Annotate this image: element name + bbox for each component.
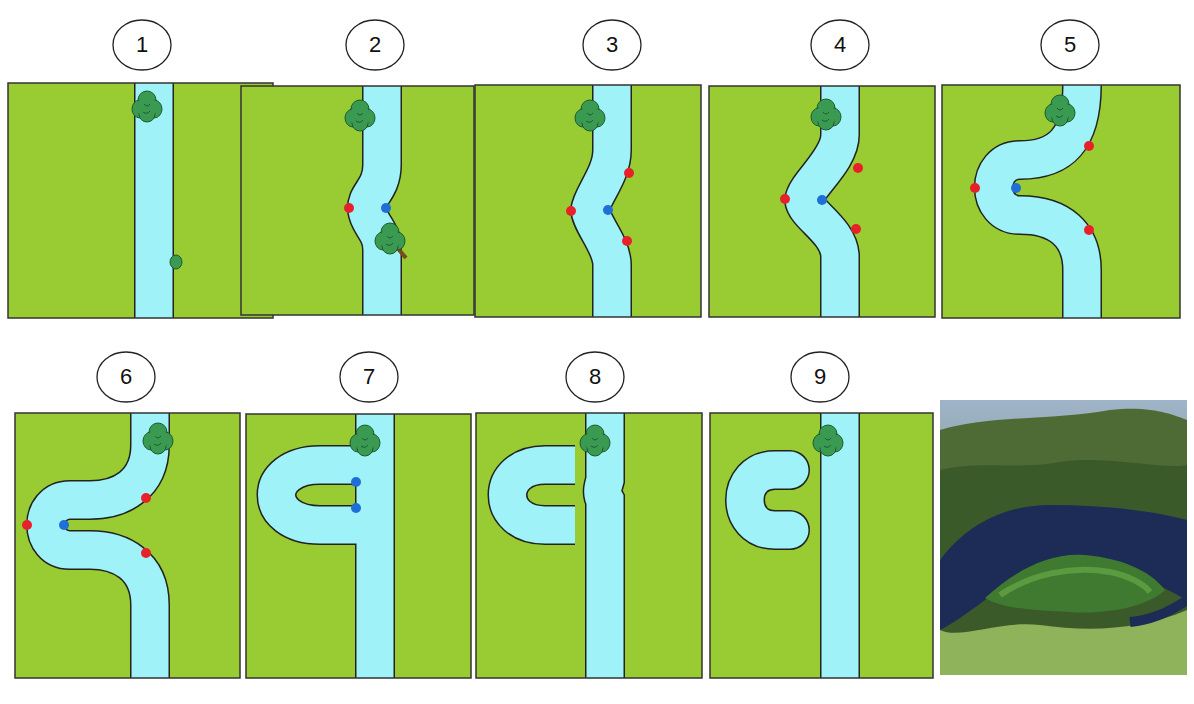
tree [132,91,162,122]
stage-number: 4 [810,19,870,71]
stage-panel [15,413,240,678]
tree [143,423,173,454]
erosion-dot [141,493,151,503]
callout-number: 6 [120,366,132,388]
deposition-dot [817,195,827,205]
meander-photo [940,400,1187,675]
stage-panel [476,413,702,678]
tree [813,425,843,456]
erosion-dot [1084,225,1094,235]
ellipse-outline [340,352,398,402]
ellipse-outline [566,352,624,402]
callout-number: 2 [369,34,381,56]
callout-number: 5 [1064,34,1076,56]
erosion-dot [622,236,632,246]
river [804,86,840,317]
ellipse-outline [811,20,869,70]
erosion-dot [970,183,980,193]
stage-panel [709,86,935,317]
deposition-dot [59,520,69,530]
tree [580,425,610,456]
deposition-dot [1011,183,1021,193]
ellipse-outline [583,20,641,70]
deposition-dot [603,205,613,215]
ellipse-outline [97,352,155,402]
river [46,413,150,678]
stage-panel [246,414,471,678]
stage-panel [241,86,474,315]
deposition-dot [351,503,361,513]
ellipse-outline [1041,20,1099,70]
stage-number: 6 [96,351,156,403]
erosion-dot [566,206,576,216]
tree [575,100,605,131]
stage-panel [942,85,1180,318]
erosion-dot [780,194,790,204]
stage-number: 1 [112,19,172,71]
erosion-dot [141,548,151,558]
fallen-tree [375,223,405,254]
stage-number: 7 [339,351,399,403]
erosion-dot [853,163,863,173]
stage-number: 8 [565,351,625,403]
stage-panel [710,413,933,678]
ellipse-outline [346,20,404,70]
tree [811,99,841,130]
callout-number: 3 [606,34,618,56]
deposition-dot [351,477,361,487]
tree [350,425,380,456]
erosion-dot [851,224,861,234]
river [603,413,605,678]
stage-panel [8,83,273,318]
erosion-dot [22,520,32,530]
ellipse-outline [791,352,849,402]
bush [170,255,182,269]
stage-number: 9 [790,351,850,403]
stage-number: 5 [1040,19,1100,71]
erosion-dot [344,203,354,213]
tree [345,100,375,131]
callout-number: 7 [363,366,375,388]
tree [1045,95,1075,126]
erosion-dot [1084,141,1094,151]
callout-number: 4 [834,34,846,56]
stage-number: 3 [582,19,642,71]
callout-number: 1 [136,34,148,56]
stage-panel [475,85,701,317]
stage-number: 2 [345,19,405,71]
callout-number: 8 [589,366,601,388]
deposition-dot [381,203,391,213]
river [994,85,1082,318]
oxbow-lake [508,465,576,525]
oxbow-lake [745,470,790,530]
callout-number: 9 [814,366,826,388]
ellipse-outline [113,20,171,70]
erosion-dot [624,168,634,178]
